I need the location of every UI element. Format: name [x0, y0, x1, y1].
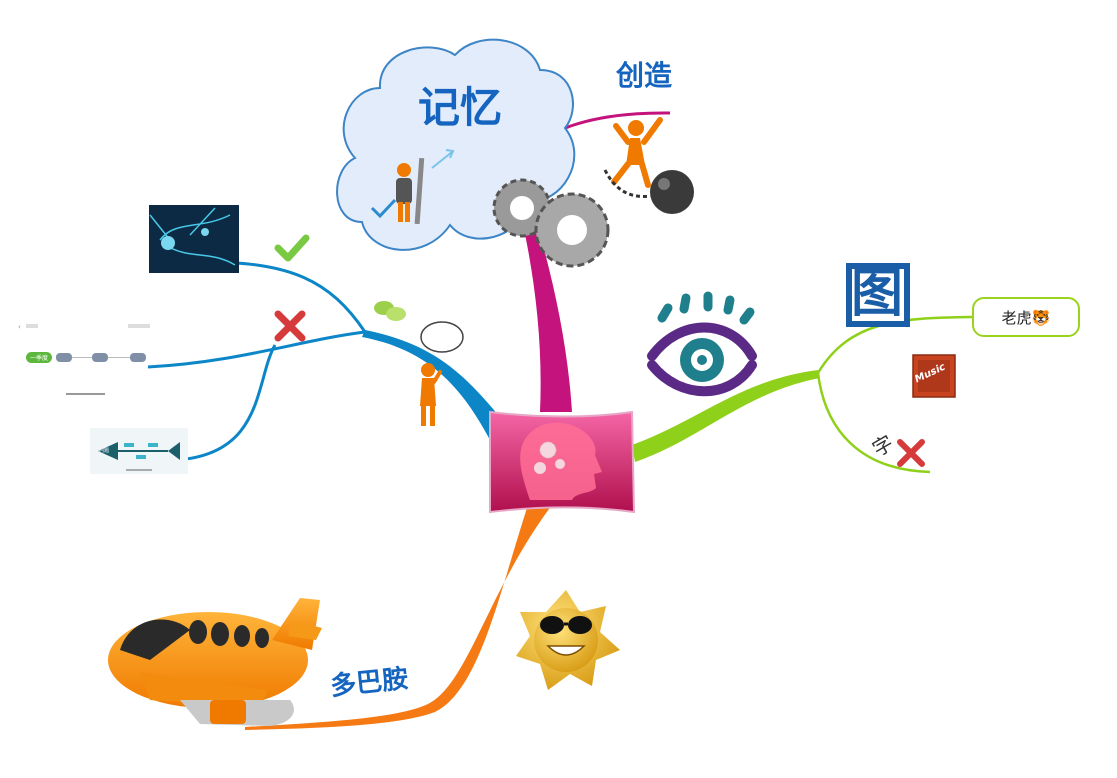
breaking-chain-man-icon — [603, 117, 694, 214]
topic-create[interactable]: 创造 — [616, 59, 673, 92]
sun-with-sunglasses-icon — [516, 590, 620, 690]
toy-airplane-icon — [108, 598, 322, 726]
fishbone-thumbnail — [90, 428, 188, 474]
eye-icon — [647, 291, 757, 397]
thinking-man-icon — [420, 321, 464, 426]
branch-right-bottom — [816, 372, 931, 474]
topic-picture[interactable]: 图 — [851, 264, 904, 324]
topic-memory[interactable]: 记忆 — [418, 83, 503, 132]
branch-left-mid — [147, 330, 366, 369]
app-flow-thumbnail: ‹ — [18, 323, 150, 395]
man-with-pen-icon — [370, 149, 455, 225]
thumbnail-button-label: 一季度 — [30, 355, 49, 362]
chat-bubbles-icon — [374, 301, 406, 321]
topic-tiger[interactable]: 老虎🐯 — [972, 297, 1080, 337]
svg-text:‹: ‹ — [18, 323, 21, 331]
cross-mark-icon — [274, 310, 306, 342]
gears-icon — [492, 178, 610, 268]
branch-left — [362, 330, 512, 440]
fishbone-head-label: 问题 — [99, 448, 110, 454]
cross-mark-icon-right — [897, 439, 925, 467]
branch-bottom — [245, 505, 552, 730]
branch-memory — [495, 118, 572, 412]
neuron-image — [149, 205, 239, 273]
music-image — [912, 354, 956, 398]
check-mark-icon — [274, 234, 310, 262]
branch-left-bottom — [174, 344, 277, 462]
central-topic[interactable] — [489, 410, 636, 514]
branch-right — [632, 370, 820, 462]
